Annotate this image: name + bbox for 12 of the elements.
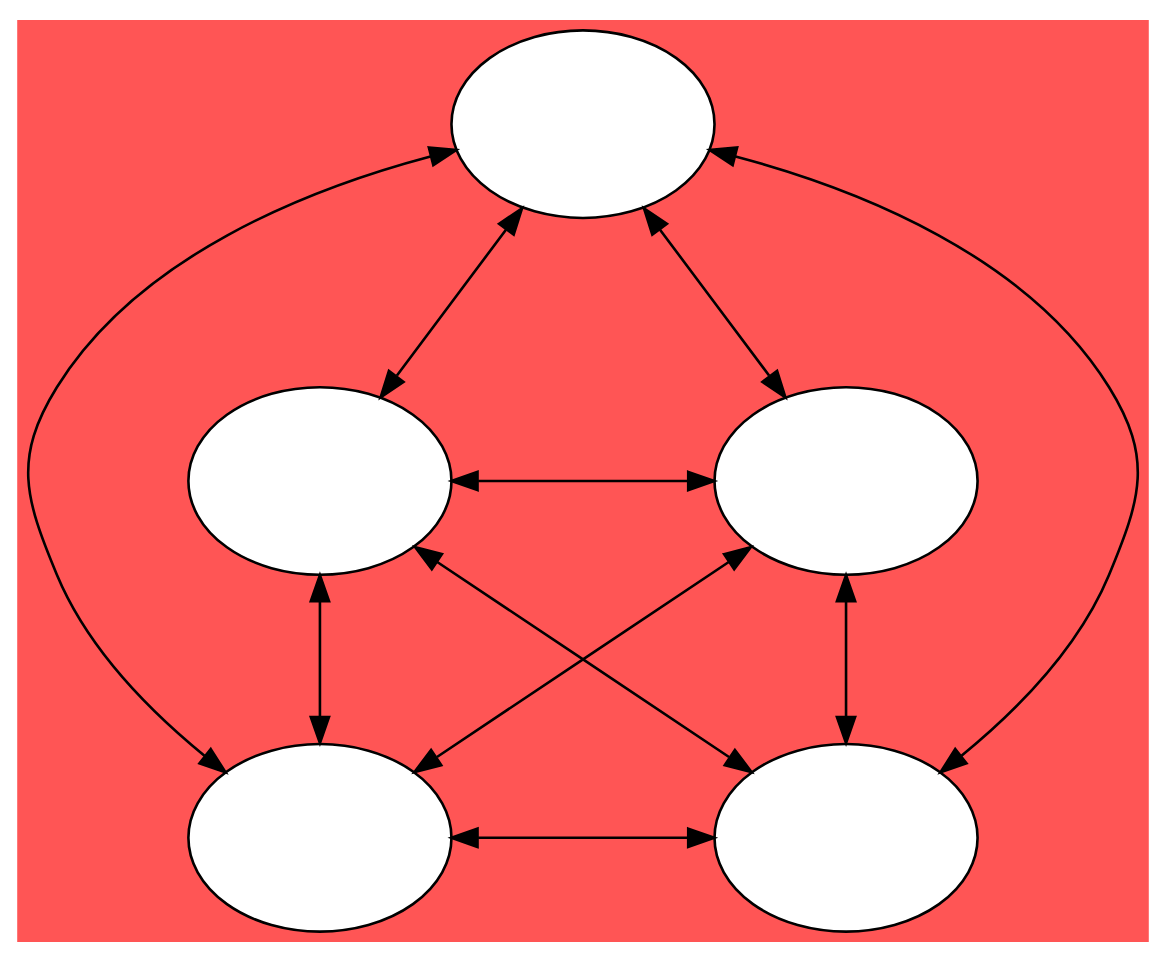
- arrow: [308, 570, 331, 746]
- arrow: [447, 825, 719, 848]
- node-ellipse: [450, 28, 716, 219]
- arrow: [641, 204, 788, 400]
- arrow: [447, 469, 719, 491]
- arrow: [378, 204, 525, 400]
- node-ellipse: [187, 384, 453, 576]
- arrow: [27, 145, 461, 774]
- arrow: [411, 544, 755, 774]
- node-ellipse: [713, 384, 979, 576]
- arrow: [705, 145, 1139, 774]
- arrow: [835, 570, 857, 746]
